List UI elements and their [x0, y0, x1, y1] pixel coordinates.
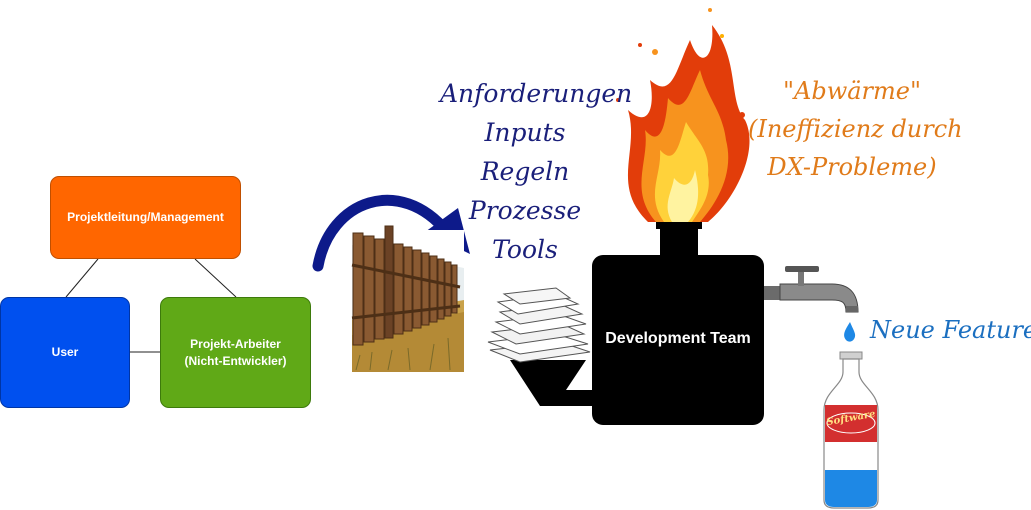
inputs-list: Anforderungen Inputs Regeln Prozesse Too…: [440, 74, 633, 269]
waste-heat-line3: DX-Probleme): [767, 153, 937, 181]
input-item: Prozesse: [468, 196, 582, 225]
user-label: User: [51, 345, 79, 360]
waste-heat-annotation: "Abwärme" (Ineffizienz durch DX-Probleme…: [748, 72, 963, 186]
worker-box: Projekt-Arbeiter (Nicht-Entwickler): [160, 297, 311, 408]
input-item: Tools: [492, 235, 558, 264]
management-label: Projektleitung/Management: [67, 210, 224, 225]
development-team-label: Development Team: [605, 330, 751, 347]
worker-label-line2: (Nicht-Entwickler): [184, 353, 287, 368]
bottle-icon: [823, 351, 879, 509]
paper-stack-icon: [487, 287, 591, 363]
user-box: User: [0, 297, 130, 408]
waste-heat-line2: (Ineffizienz durch: [748, 115, 963, 143]
machine-chimney: [660, 228, 698, 258]
input-item: Anforderungen: [440, 79, 633, 108]
machine-funnel: [510, 360, 600, 406]
management-box: Projektleitung/Management: [50, 176, 241, 259]
input-item: Regeln: [480, 157, 570, 186]
fence-icon: [351, 225, 464, 372]
water-drop-icon: [844, 322, 856, 342]
chimney-rim: [656, 222, 702, 229]
machine-body: [592, 255, 764, 425]
faucet-icon: [764, 266, 859, 313]
worker-label-line1: Projekt-Arbeiter: [190, 337, 281, 352]
connector-management-worker: [194, 258, 237, 298]
waste-heat-line1: "Abwärme": [782, 77, 922, 105]
org-connectors: [65, 258, 237, 353]
input-item: Inputs: [484, 118, 566, 147]
connector-management-user: [65, 258, 99, 298]
new-features-label: Neue Features: [870, 316, 1031, 344]
fire-icon: [616, 8, 750, 222]
